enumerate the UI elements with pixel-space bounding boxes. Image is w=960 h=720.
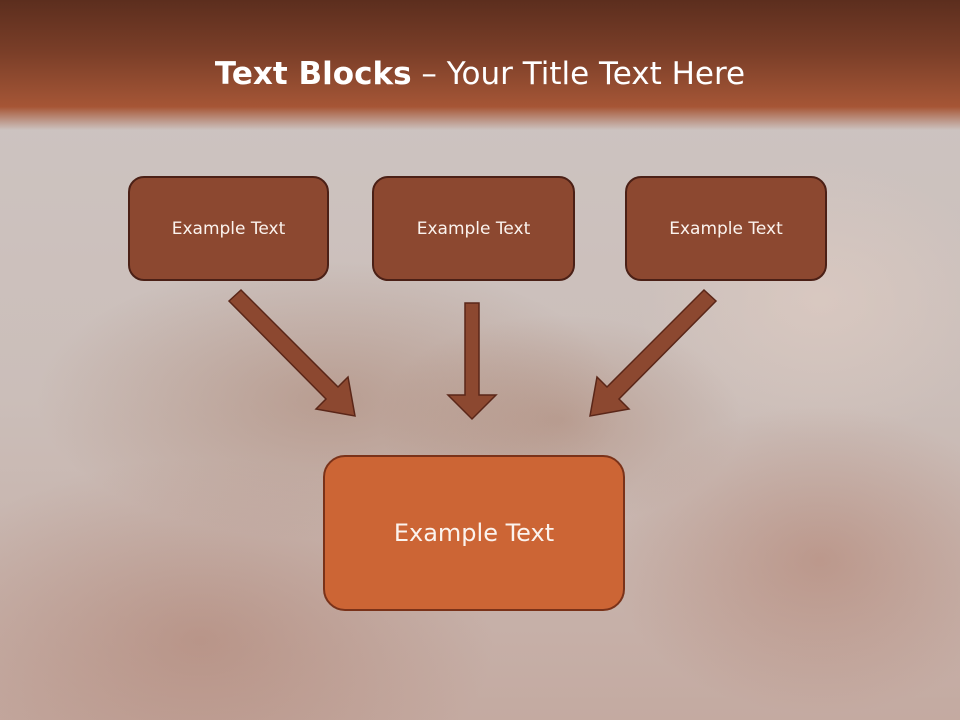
text-block-2[interactable]: Example Text [372, 176, 575, 281]
arrow-down-icon [446, 302, 498, 421]
target-text-block[interactable]: Example Text [323, 455, 625, 611]
slide-title: Text Blocks – Your Title Text Here [0, 56, 960, 92]
target-text-block-label: Example Text [393, 519, 555, 547]
title-bar [0, 0, 960, 130]
arrow-down-left-icon [589, 288, 718, 417]
text-block-1-label: Example Text [171, 218, 286, 239]
title-bold: Text Blocks [214, 56, 412, 92]
text-block-2-label: Example Text [416, 218, 531, 239]
text-block-3[interactable]: Example Text [625, 176, 827, 281]
text-block-1[interactable]: Example Text [128, 176, 329, 281]
title-separator: – [411, 56, 447, 92]
arrow-down-right-icon [227, 288, 356, 417]
text-block-3-label: Example Text [669, 218, 783, 239]
title-rest: Your Title Text Here [446, 56, 746, 92]
